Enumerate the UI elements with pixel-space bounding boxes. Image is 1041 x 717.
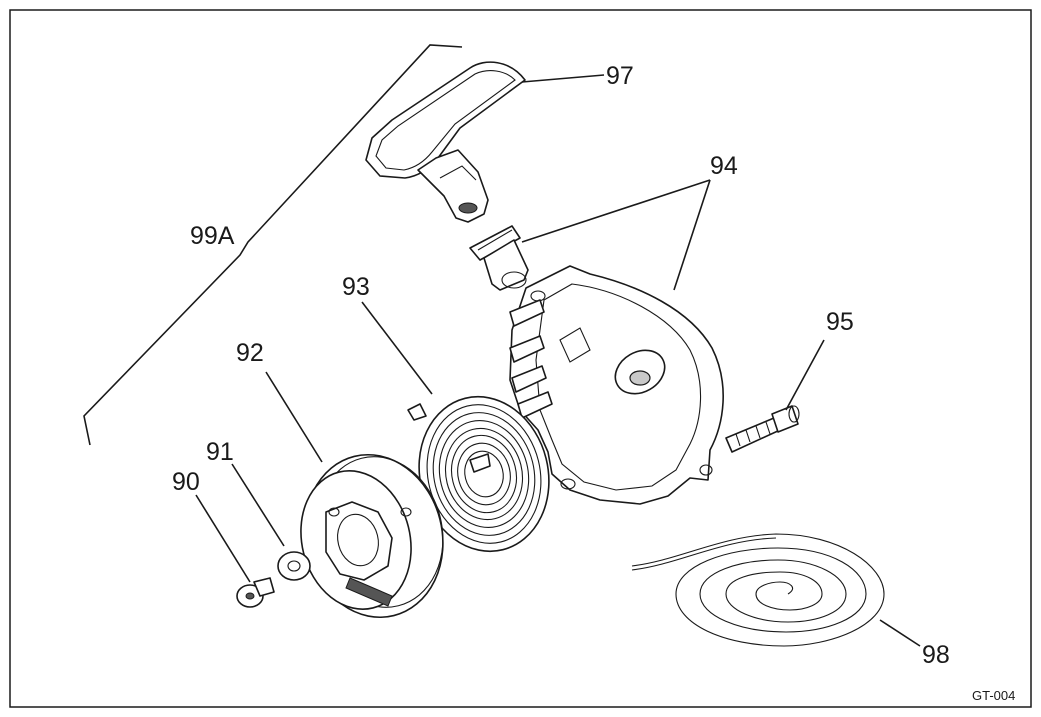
recoil-spring-part-93: [407, 395, 550, 553]
callout-98: 98: [922, 641, 950, 669]
bolt-part-90: [236, 577, 275, 608]
callout-93: 93: [342, 273, 370, 301]
drawing-frame: [9, 9, 1032, 708]
drawing-code: GT-004: [972, 688, 1015, 703]
callout-99a: 99A: [190, 222, 235, 250]
callout-92: 92: [236, 339, 264, 367]
callout-94: 94: [710, 152, 738, 180]
starter-housing-part-94: [509, 265, 724, 505]
starter-handle-part-97: [365, 61, 526, 223]
callout-90: 90: [172, 468, 200, 496]
starter-rope-part-98: [631, 533, 885, 647]
callout-91: 91: [206, 438, 234, 466]
bushing-part-94: [469, 225, 529, 291]
pulley-part-92: [300, 453, 444, 619]
callout-97: 97: [606, 62, 634, 90]
callout-leaders: [195, 74, 921, 647]
assembly-bracket-99a: [83, 44, 463, 446]
callout-95: 95: [826, 308, 854, 336]
screw-part-95: [725, 405, 800, 453]
washer-part-91: [277, 551, 311, 581]
